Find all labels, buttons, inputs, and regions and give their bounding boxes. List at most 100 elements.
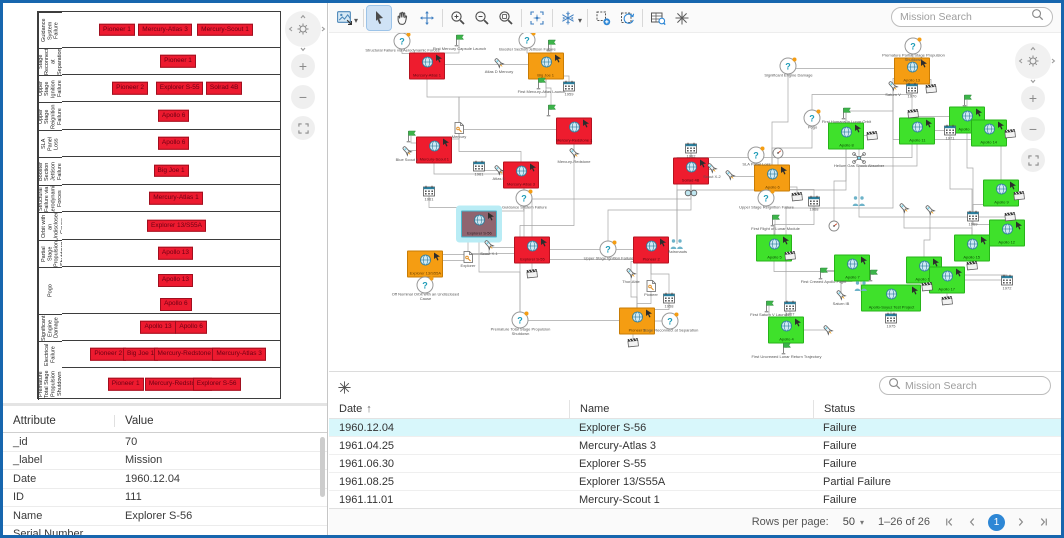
clapper-node[interactable] <box>907 107 920 119</box>
mission-node[interactable]: Apollo 11 <box>899 117 935 145</box>
clapper-node[interactable] <box>966 259 979 271</box>
rocket-node[interactable]: Atlas D Mercury <box>485 56 513 74</box>
zoom-in-tool[interactable] <box>446 6 470 30</box>
swimlane-zoom-in-button[interactable]: + <box>291 54 315 78</box>
calendar-node[interactable]: 1969 <box>966 210 980 226</box>
flag-node[interactable]: First Uncrewed Lunar Return Trajectory <box>751 341 821 359</box>
flag-node[interactable]: First Mercury Capsule Launch <box>432 33 486 51</box>
mission-chip[interactable]: Mercury-Atlas 3 <box>138 23 192 36</box>
mission-chip[interactable]: Mercury-Redstone 1 <box>153 347 221 361</box>
calendar-node[interactable]: 1967 <box>783 300 797 316</box>
failure-cause-node[interactable]: ?Pogo <box>803 109 821 129</box>
mission-node[interactable]: Apollo 8 <box>828 122 864 150</box>
calendar-node[interactable]: 1971 <box>943 124 957 140</box>
first-page-button[interactable] <box>944 516 956 528</box>
failure-cause-node[interactable]: ?Upper Stage Reignition Failure <box>739 189 793 209</box>
prev-page-button[interactable] <box>966 516 978 528</box>
rows-per-page-select[interactable]: 50 ▾ <box>843 516 864 528</box>
calendar-node[interactable]: 1975 <box>884 312 898 328</box>
flag-node[interactable]: First Crewed Apollo Flight <box>800 266 846 284</box>
pan-tool[interactable] <box>391 6 415 30</box>
rocket-node[interactable] <box>821 323 835 337</box>
people-node[interactable] <box>854 280 869 292</box>
clapper-node[interactable] <box>941 294 954 306</box>
calendar-node[interactable]: 1970 <box>905 82 919 98</box>
clapper-node[interactable] <box>784 249 797 261</box>
mission-node[interactable]: Mercury-Scout 1 <box>416 136 452 164</box>
failure-cause-node[interactable]: ?Significant Engine Damage <box>764 57 812 77</box>
mission-node[interactable]: Apollo 6 <box>754 164 790 192</box>
attribute-scrollbar[interactable] <box>320 437 325 497</box>
mission-chip[interactable]: Pioneer 2 <box>90 347 127 361</box>
failure-cause-node[interactable]: ?Stage Reconnect at Separation <box>642 312 698 332</box>
failure-cause-node[interactable]: ?Booster Section Jettison Failure <box>499 33 555 51</box>
mission-chip[interactable]: Apollo 6 <box>157 109 190 122</box>
flag-node[interactable]: First Humans in Lunar Orbit <box>821 106 871 124</box>
clapper-node[interactable] <box>526 267 539 279</box>
clapper-node[interactable] <box>921 280 934 292</box>
calendar-node[interactable]: 1961 <box>472 160 486 176</box>
mission-chip[interactable]: Explorer S-55 <box>155 81 204 95</box>
current-page-button[interactable]: 1 <box>988 513 1005 531</box>
calendar-node[interactable]: 1958 <box>662 292 676 308</box>
rocket-node[interactable] <box>897 201 911 215</box>
flag-node[interactable] <box>545 38 558 52</box>
mission-chip[interactable]: Apollo 13 <box>157 246 194 260</box>
calendar-node[interactable]: 1961 <box>422 185 436 201</box>
column-header-date[interactable]: Date↑ <box>339 403 372 415</box>
mission-node[interactable]: Mercury-Atlas 1 <box>409 52 445 80</box>
mission-chip[interactable]: Apollo 13 <box>157 274 194 287</box>
missions-search-input[interactable] <box>905 379 1042 392</box>
mission-chip[interactable]: Apollo 6 <box>175 320 207 334</box>
mission-node[interactable]: Apollo 9 <box>983 179 1019 207</box>
rocket-node[interactable]: Saturn IB <box>833 288 849 306</box>
mission-node[interactable]: Big Joe 1 <box>528 52 564 80</box>
mission-chip[interactable]: Apollo 13 <box>140 320 176 334</box>
export-image-tool[interactable] <box>332 6 356 30</box>
mission-node[interactable]: Apollo 14 <box>971 119 1007 147</box>
graph-zoom-in-button[interactable]: + <box>1021 86 1045 110</box>
mission-node[interactable]: Apollo-Soyuz Test Project <box>861 284 921 312</box>
mission-chip[interactable]: Mercury-Scout 1 <box>197 23 253 36</box>
next-page-button[interactable] <box>1015 516 1027 528</box>
add-selection-tool[interactable] <box>591 6 615 30</box>
failure-cause-node[interactable]: ?SLA Panel Loss <box>742 146 770 166</box>
mission-chip[interactable]: Pioneer 1 <box>99 23 135 36</box>
mission-node[interactable]: Explorer S-56 <box>461 210 497 238</box>
mission-node[interactable]: Explorer 13/S55A <box>407 250 443 278</box>
swimlane-pan-control[interactable] <box>285 11 326 52</box>
failure-cause-node[interactable]: ?Premature Partial Stage Propulsion Shut… <box>882 37 944 62</box>
mission-node[interactable]: Apollo 12 <box>989 219 1025 247</box>
column-header-status[interactable]: Status <box>813 400 1061 418</box>
mission-node[interactable]: Mercury-Redstone 1 <box>556 117 592 145</box>
mission-chip[interactable]: Pioneer 1 <box>160 54 196 68</box>
chevron-down-icon[interactable]: ▾ <box>578 16 583 25</box>
people-node[interactable] <box>852 195 867 207</box>
mission-chip[interactable]: Explorer 13/S55A <box>147 219 206 232</box>
people-node[interactable]: Astronauts <box>667 238 687 254</box>
mission-node[interactable]: Mercury-Atlas 3 <box>503 161 539 189</box>
clapper-node[interactable] <box>866 129 879 141</box>
mission-chip[interactable]: Pioneer 1 <box>107 377 144 391</box>
flag-node[interactable] <box>545 103 558 117</box>
mission-chip[interactable]: Mercury-Atlas 1 <box>149 191 203 205</box>
flag-node[interactable]: First Flight of Lunar Module <box>751 213 799 231</box>
mission-chip[interactable]: Big Joe 1 <box>153 164 189 177</box>
select-tool[interactable] <box>366 4 393 31</box>
mission-chip[interactable]: Apollo 6 <box>160 298 192 311</box>
rocket-node[interactable]: Scout X-1 <box>480 238 498 256</box>
graph-pan-control[interactable] <box>1015 43 1056 84</box>
document-node[interactable]: Mercury <box>452 121 466 139</box>
mission-chip[interactable]: Pioneer 2 <box>112 81 148 95</box>
failure-cause-node[interactable]: ?Upper Stage Ignition Failure <box>583 240 633 260</box>
graph-canvas[interactable]: Mercury-Atlas 1 Big Joe 1 Mercury-Scout … <box>329 33 1061 371</box>
clapper-node[interactable] <box>1004 127 1017 139</box>
failure-cause-node[interactable]: ?Premature Total Stage Propulsion Shutdo… <box>490 311 550 336</box>
flag-node[interactable]: First Mercury-Atlas Launch <box>517 76 565 94</box>
swimlane-zoom-out-button[interactable]: − <box>291 85 315 109</box>
clapper-node[interactable] <box>1004 210 1017 222</box>
rocket-node[interactable]: Mercury-Redstone <box>558 146 590 164</box>
